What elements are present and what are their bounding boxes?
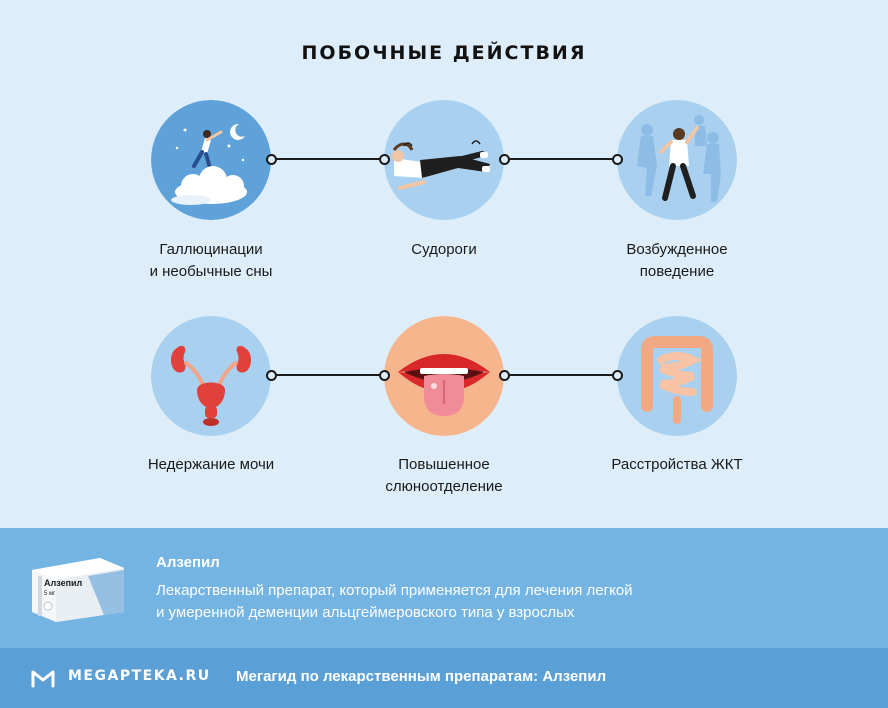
footer-bar: MEGAPTEKA.RU Мегагид по лекарственным пр… — [0, 648, 888, 708]
hallucinations-icon — [151, 100, 271, 220]
effect-label-salivation: Повышенное слюноотделение — [334, 454, 554, 498]
effect-label-line: поведение — [639, 263, 715, 280]
effect-label-line: Галлюцинации — [159, 241, 263, 258]
megapteka-logo-icon — [31, 670, 55, 688]
pack-name: Алзепил — [44, 578, 83, 588]
connector-dot — [379, 370, 390, 381]
effect-label-gi: Расстройства ЖКТ — [567, 454, 787, 476]
pack-dose: 5 мг — [44, 591, 56, 597]
connector-dot — [612, 154, 623, 165]
connector-line — [509, 374, 617, 376]
drug-description-line: и умеренной деменции альцгеймеровского т… — [156, 604, 575, 621]
effect-label-line: Расстройства ЖКТ — [611, 456, 743, 473]
urinary-icon — [151, 316, 271, 436]
effect-label-line: Судороги — [411, 241, 477, 258]
effect-label-line: слюноотделение — [385, 478, 503, 495]
seizures-icon — [384, 100, 504, 220]
drug-description-line: Лекарственный препарат, который применяе… — [156, 582, 633, 599]
effect-label-line: и необычные сны — [149, 263, 273, 280]
connector-dot — [266, 154, 277, 165]
drug-name: Алзепил — [156, 554, 220, 571]
effect-label-line: Возбужденное — [626, 241, 728, 258]
connector-dot — [379, 154, 390, 165]
connector-line — [509, 158, 617, 160]
side-effects-panel: ПОБОЧНЫЕ ДЕЙСТВИЯ — [101, 42, 787, 498]
footer-brand[interactable]: MEGAPTEKA.RU — [68, 668, 211, 684]
effect-label-hallucinations: Галлюцинации и необычные сны — [101, 239, 321, 283]
effect-label-urinary: Недержание мочи — [101, 454, 321, 476]
effect-label-seizures: Судороги — [334, 239, 554, 261]
drug-info-band: Алзепил Лекарственный препарат, который … — [0, 528, 888, 648]
effect-label-agitation: Возбужденное поведение — [567, 239, 787, 283]
connector-dot — [499, 370, 510, 381]
agitation-icon — [617, 100, 737, 220]
connector-dot — [612, 370, 623, 381]
connector-dot — [266, 370, 277, 381]
drug-pack-image: Алзепил 5 мг — [28, 552, 128, 624]
connector-line — [276, 158, 384, 160]
effect-label-line: Повышенное — [398, 456, 490, 473]
drug-description: Лекарственный препарат, который применяе… — [156, 580, 796, 624]
gi-icon — [617, 316, 737, 436]
page-title: ПОБОЧНЫЕ ДЕЙСТВИЯ — [301, 42, 587, 64]
connector-line — [276, 374, 384, 376]
connector-dot — [499, 154, 510, 165]
effect-label-line: Недержание мочи — [147, 456, 275, 473]
footer-text: Мегагид по лекарственным препаратам: Алз… — [236, 668, 607, 685]
salivation-icon — [384, 316, 504, 436]
